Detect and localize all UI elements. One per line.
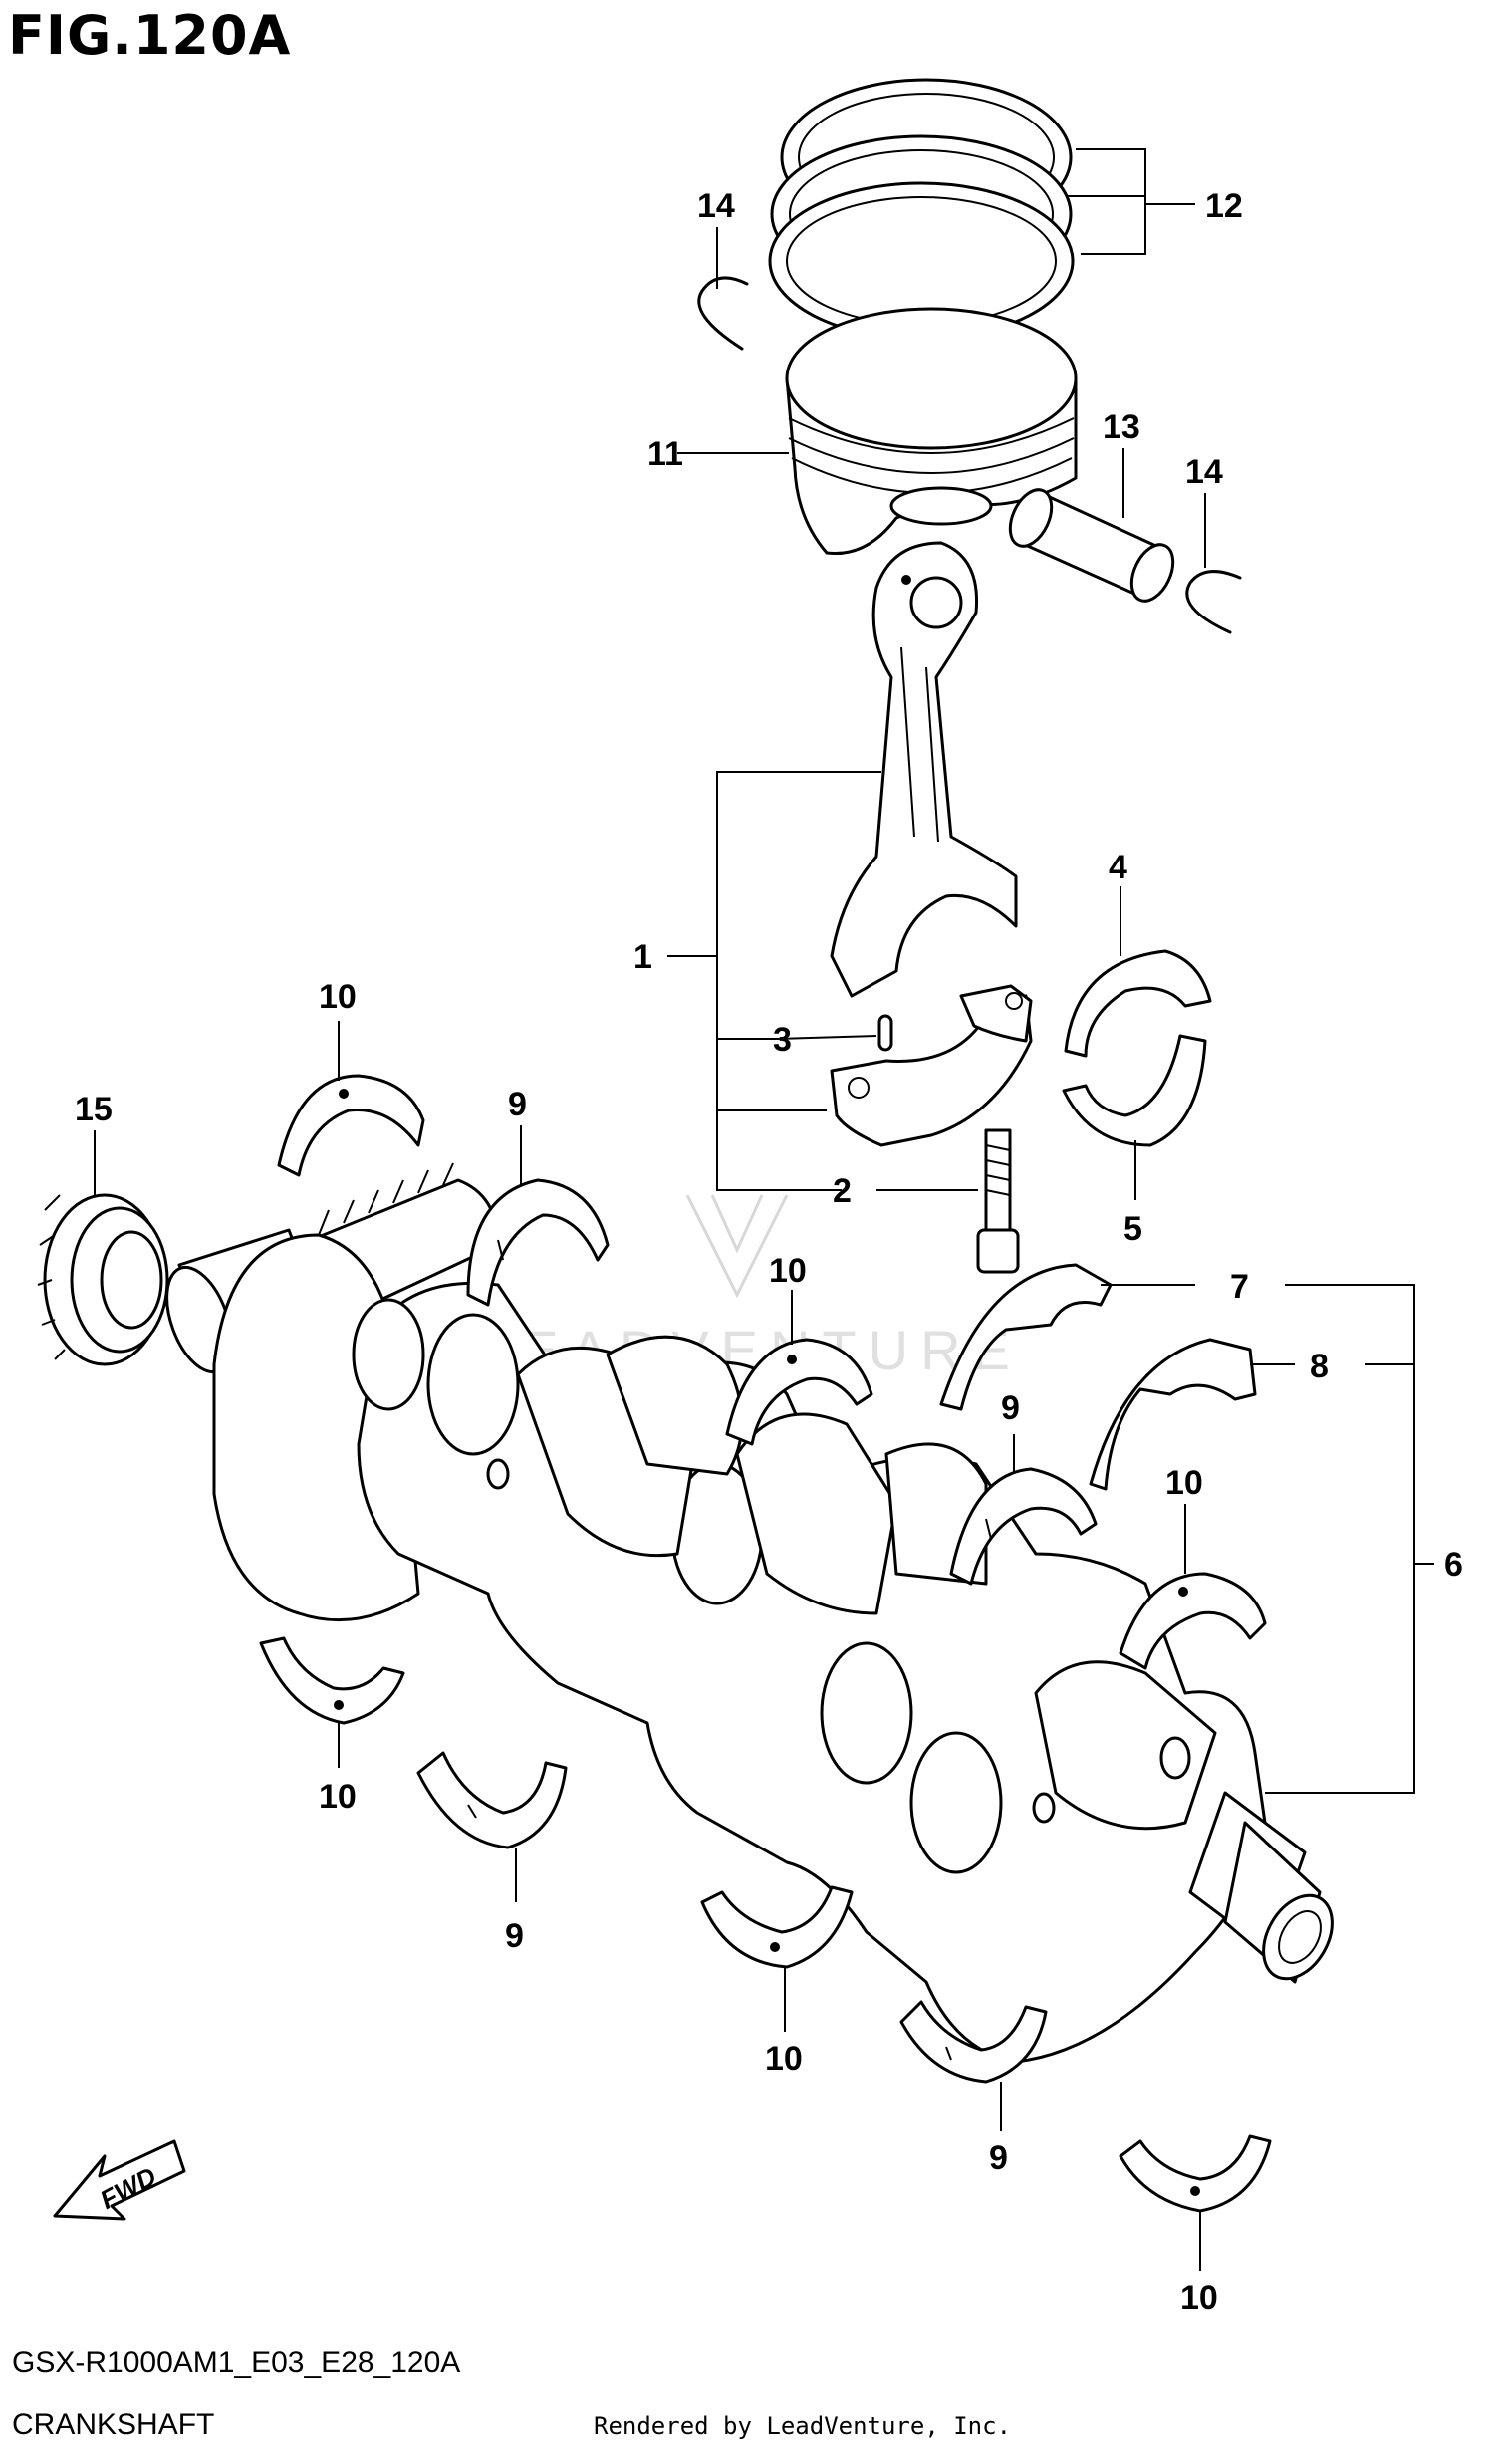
bearing-10-e: [700, 1885, 854, 1969]
thrust-bearing-7: [939, 1263, 1113, 1411]
callout-15: 15: [75, 1091, 113, 1128]
rod-cap: [830, 984, 1033, 1147]
main-bearings: [259, 1074, 1272, 2213]
callout-10-e: 10: [765, 2040, 803, 2078]
circlip-right: [1185, 570, 1242, 634]
rod-bearing-lower: [1062, 1034, 1207, 1147]
rod-bolt: [976, 1128, 1020, 1274]
callout-3: 3: [773, 1021, 792, 1059]
bearing-10-a: [277, 1074, 425, 1177]
section-name: CRANKSHAFT: [12, 2408, 215, 2441]
callout-labels: 1 2 3 4 5 6 7 8 9 9 9 9 10 10 10 10 10 1…: [75, 187, 1463, 2317]
dowel-pin: [877, 1014, 893, 1052]
callout-12: 12: [1205, 187, 1243, 225]
callout-10-d: 10: [319, 1778, 357, 1816]
callout-13: 13: [1103, 408, 1140, 446]
bearing-9-a: [466, 1178, 610, 1307]
callout-14-a: 14: [697, 187, 735, 225]
callout-10-c: 10: [1165, 1464, 1203, 1502]
rendered-by: Rendered by LeadVenture, Inc.: [594, 2412, 1012, 2440]
callout-2: 2: [833, 1172, 852, 1210]
bearing-9-c: [416, 1751, 568, 1849]
crankshaft: [165, 1162, 1334, 2064]
callout-10-f: 10: [1180, 2279, 1218, 2317]
piston: [785, 307, 1078, 556]
callout-9-c: 9: [505, 1917, 524, 1955]
callout-8: 8: [1310, 1348, 1329, 1385]
callout-11: 11: [647, 435, 683, 473]
model-code: GSX-R1000AM1_E03_E28_120A: [12, 2346, 461, 2379]
bearing-10-d: [259, 1636, 405, 1725]
bearing-10-b: [725, 1338, 873, 1446]
callout-14-b: 14: [1185, 453, 1223, 491]
bearing-9-b: [949, 1467, 1098, 1586]
callout-1: 1: [633, 938, 652, 976]
bearing-9-d: [899, 2000, 1048, 2084]
callout-6: 6: [1444, 1546, 1463, 1584]
thrust-bearing-8: [1089, 1338, 1257, 1491]
bearing-10-c: [1119, 1572, 1267, 1670]
piston-rings: [768, 78, 1075, 341]
callout-10-a: 10: [319, 978, 357, 1016]
callout-4: 4: [1109, 849, 1127, 886]
callout-7: 7: [1230, 1268, 1249, 1306]
callout-9-b: 9: [1001, 1389, 1020, 1427]
callout-9-d: 9: [989, 2139, 1008, 2177]
callout-10-b: 10: [769, 1252, 807, 1290]
bearing-10-f: [1119, 2134, 1272, 2213]
connecting-rod: [830, 541, 1018, 998]
leader-lines: [94, 148, 1434, 2271]
piston-pin: [1008, 488, 1175, 603]
callout-9-a: 9: [508, 1086, 527, 1123]
rod-bearing-upper: [1064, 949, 1212, 1058]
callout-5: 5: [1123, 1210, 1142, 1248]
circlip-top: [697, 276, 749, 351]
crank-gear: [37, 1193, 169, 1366]
figure-title: FIG.120A: [8, 4, 292, 67]
fwd-arrow: FWD: [53, 2139, 186, 2221]
